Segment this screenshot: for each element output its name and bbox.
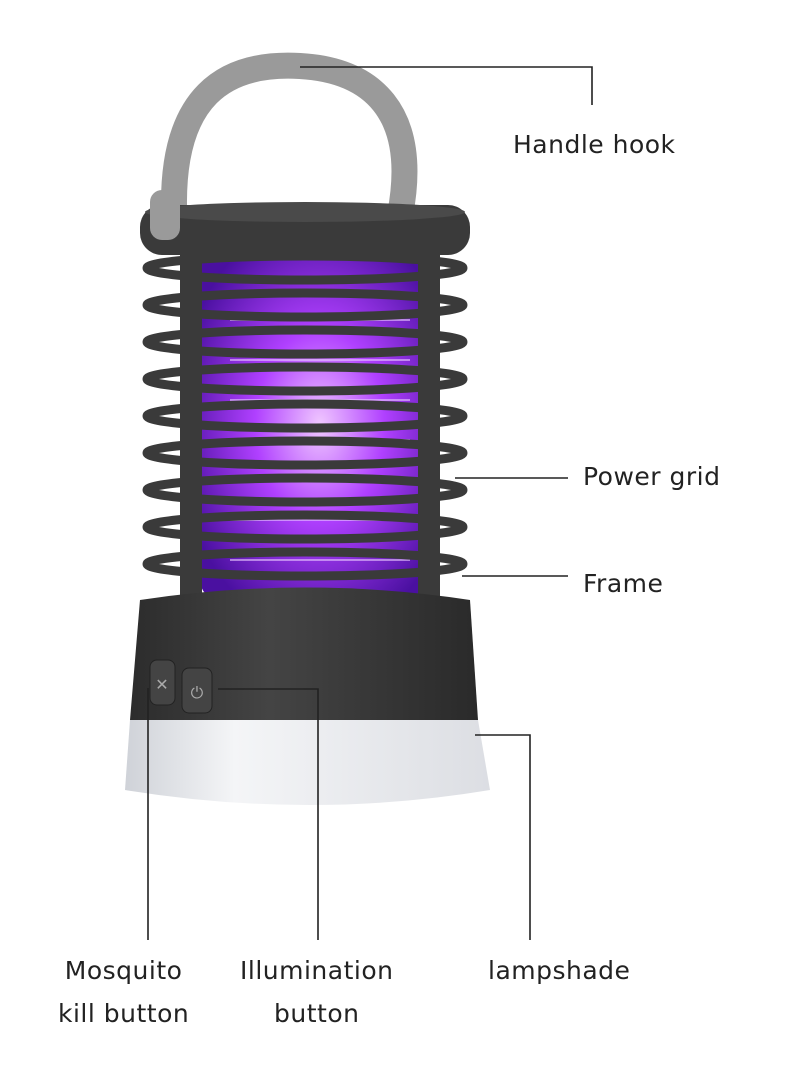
mosquito-kill-button-label-line2: kill button (58, 998, 190, 1028)
mosquito-kill-button-label-line1: Mosquito (64, 956, 183, 985)
power-icon: ⏻ (191, 683, 204, 702)
frame-ring (142, 547, 468, 581)
power-grid-label: Power grid (583, 462, 721, 491)
illumination-button-label-line2: button (274, 998, 360, 1028)
frame-ring (142, 510, 468, 544)
frame (142, 251, 468, 581)
frame-ring (142, 399, 468, 433)
leader-lines (147, 66, 593, 940)
frame-ring (142, 473, 468, 507)
illumination-button (181, 667, 213, 714)
lampshade-label: lampshade (488, 956, 631, 985)
lampshade (125, 720, 490, 805)
illumination-button-label: Illumination button (240, 950, 393, 1035)
frame-ring (142, 288, 468, 322)
handle-hook-label: Handle hook (513, 130, 676, 159)
frame-ring (142, 325, 468, 359)
illumination-button-label-line1: Illumination (240, 956, 394, 985)
mosquito-kill-button (149, 659, 176, 706)
base (130, 587, 478, 720)
handle (161, 52, 418, 243)
frame-label: Frame (583, 569, 664, 598)
frame-ring (142, 436, 468, 470)
mosquito-icon: ✕ (155, 675, 168, 694)
frame-ring (142, 362, 468, 396)
frame-ring (142, 251, 468, 285)
mosquito-kill-button-label: Mosquito kill button (58, 950, 189, 1035)
